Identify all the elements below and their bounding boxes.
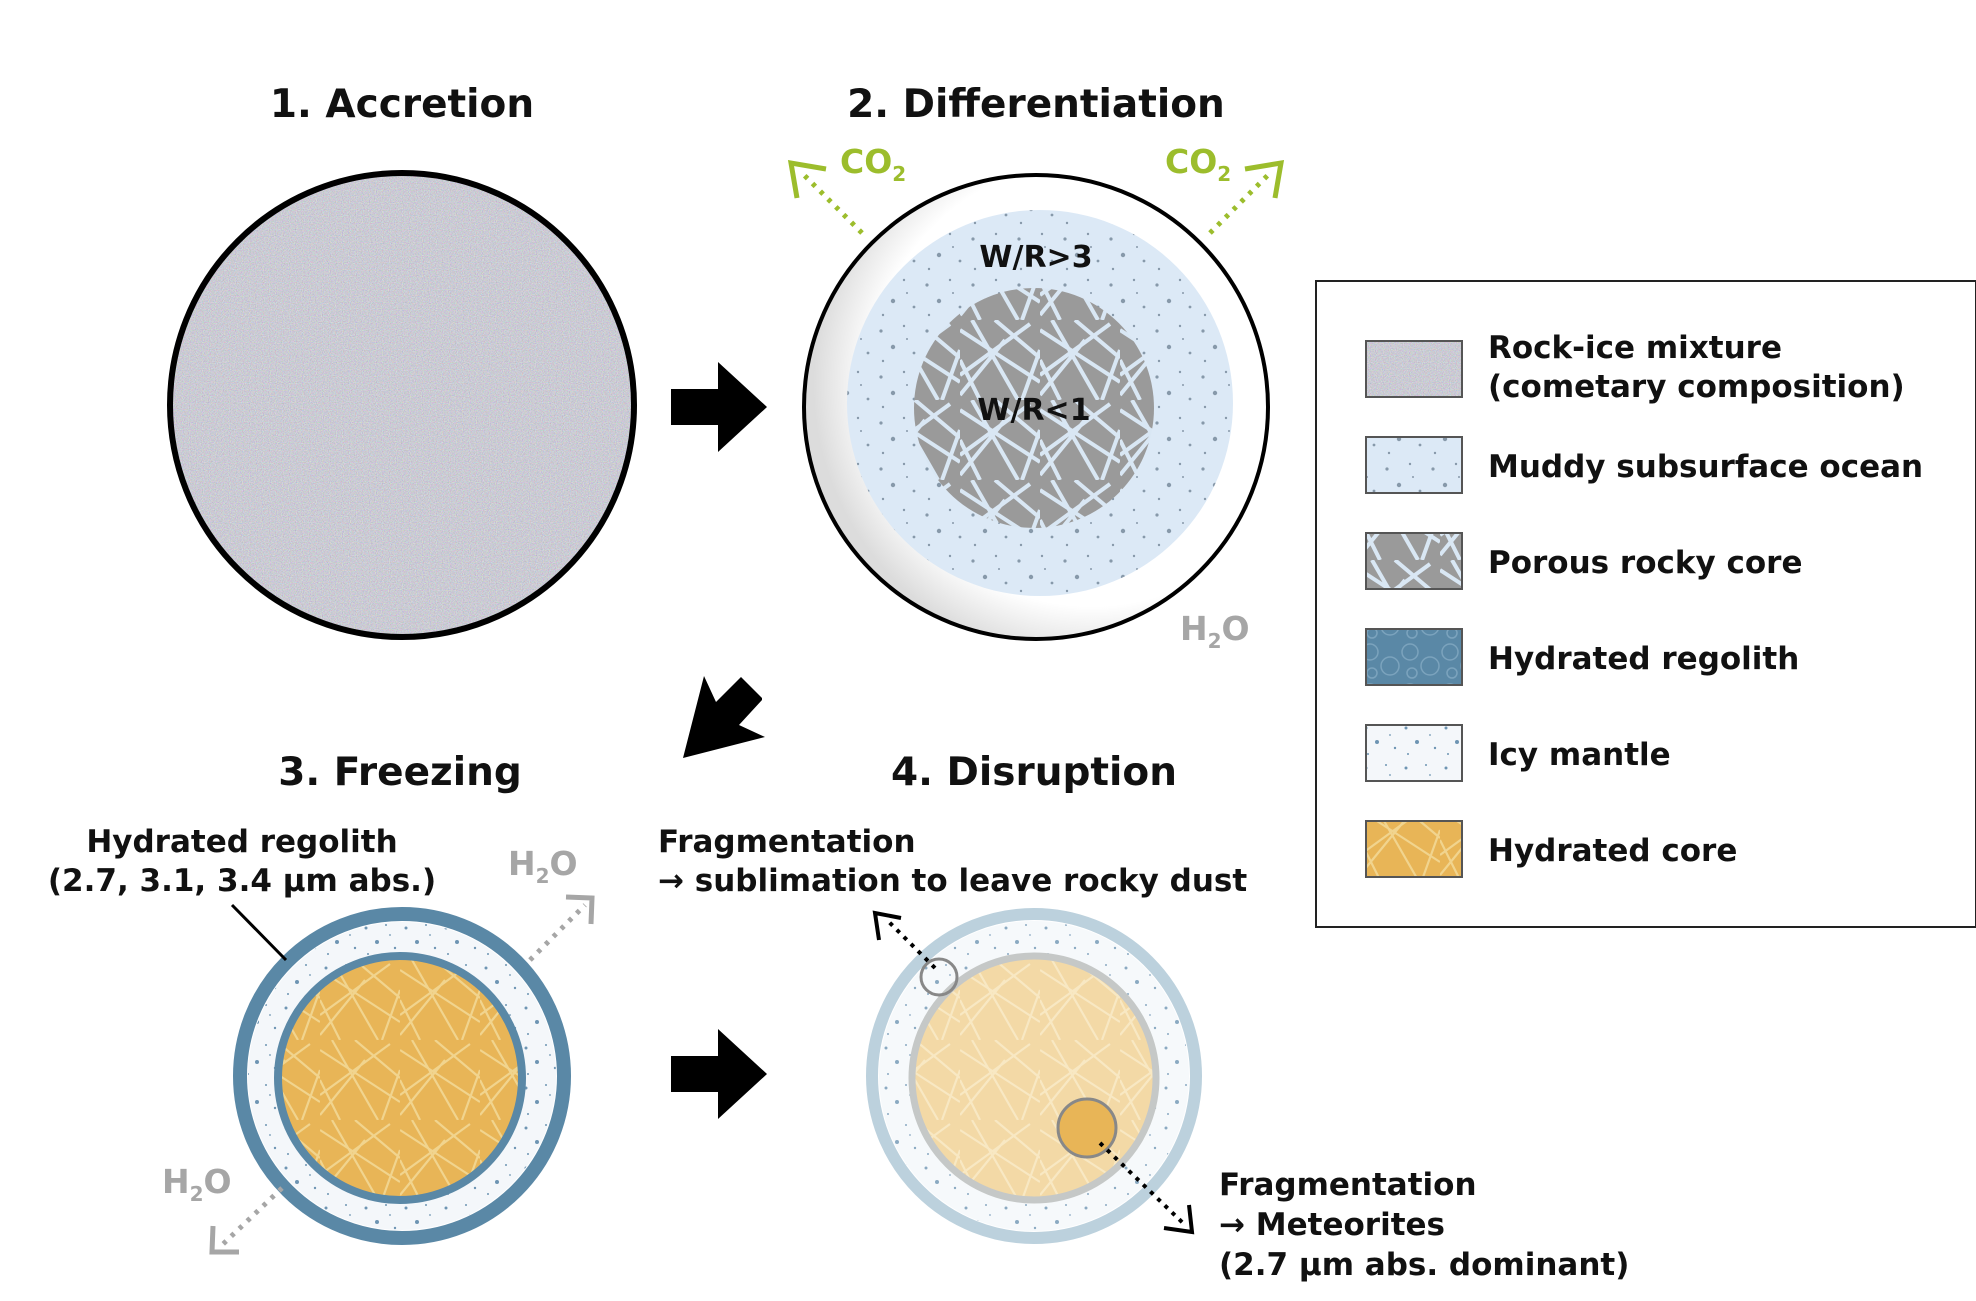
frag-top-line2: → sublimation to leave rocky dust <box>658 863 1247 899</box>
svg-text:CO2: CO2 <box>840 142 906 186</box>
h2o-lower-arrowhead-icon <box>209 1225 239 1255</box>
svg-text:Rock-ice mixture: Rock-ice mixture <box>1488 330 1782 366</box>
co2-left-arrowhead-icon <box>787 159 827 199</box>
legend-item-muddy-ocean: Muddy subsurface ocean <box>1365 436 1923 494</box>
frag-bottom-line1: Fragmentation <box>1219 1167 1477 1203</box>
swatch-icy-mantle <box>1365 724 1463 782</box>
swatch-porous-core <box>1365 532 1463 590</box>
svg-text:H2O: H2O <box>162 1162 232 1206</box>
regolith-label-line2: (2.7, 3.1, 3.4 μm abs.) <box>48 863 436 899</box>
svg-text:Icy mantle: Icy mantle <box>1488 737 1671 773</box>
h2o-freezing-lower: H2O <box>162 1162 284 1255</box>
accretion-body <box>167 170 637 640</box>
swatch-rock-ice <box>1365 340 1463 398</box>
stage-title-disruption: 4. Disruption <box>891 750 1177 795</box>
regolith-label-line1: Hydrated regolith <box>86 824 397 860</box>
co2-right-outgassing: CO2 <box>1165 142 1285 235</box>
svg-text:(cometary composition): (cometary composition) <box>1488 369 1905 405</box>
svg-text:Hydrated regolith: Hydrated regolith <box>1488 641 1799 677</box>
faded-regolith-layer <box>866 908 1202 1244</box>
dust-fragment-trajectory <box>886 919 937 970</box>
freezing-body <box>233 907 571 1245</box>
co2-left-subscript: 2 <box>892 162 906 186</box>
hydrated-core-layer <box>274 952 526 1204</box>
arrow-right-icon <box>671 362 767 452</box>
svg-text:H2O: H2O <box>508 844 578 888</box>
legend-item-rock-ice: Rock-ice mixture (cometary composition) <box>1365 330 1905 405</box>
h2o-differentiation-label: H2O <box>1180 609 1250 653</box>
svg-text:Hydrated core: Hydrated core <box>1488 833 1737 869</box>
stage-title-differentiation: 2. Differentiation <box>847 82 1225 127</box>
fragment-small-core <box>1056 1097 1118 1159</box>
stage-title-accretion: 1. Accretion <box>270 82 534 127</box>
co2-right-arrowhead-icon <box>1244 159 1285 199</box>
swatch-hydrated-core <box>1365 820 1463 878</box>
wr-core-label: W/R<1 <box>977 393 1090 428</box>
svg-text:Porous rocky core: Porous rocky core <box>1488 545 1802 581</box>
frag-top-line1: Fragmentation <box>658 824 916 860</box>
co2-left-label: CO <box>840 142 892 181</box>
legend-item-hydrated-core: Hydrated core <box>1365 820 1737 878</box>
legend: Rock-ice mixture (cometary composition) … <box>1315 280 1976 928</box>
legend-item-icy-mantle: Icy mantle <box>1365 724 1671 782</box>
arrow-right-icon <box>671 1029 767 1119</box>
regolith-leader-line <box>230 903 288 962</box>
disruption-body <box>866 908 1202 1244</box>
co2-left-outgassing: CO2 <box>787 142 906 235</box>
hydrated-regolith-layer <box>233 907 571 1245</box>
frag-bottom-line3: (2.7 μm abs. dominant) <box>1219 1247 1629 1283</box>
fragment-small-surface <box>919 957 959 997</box>
stage-title-freezing: 3. Freezing <box>278 750 522 795</box>
swatch-muddy-ocean <box>1365 436 1463 494</box>
dust-fragment-arrowhead-icon <box>872 910 902 941</box>
co2-right-subscript: 2 <box>1217 162 1231 186</box>
differentiation-body: W/R>3 W/R<1 <box>802 173 1270 641</box>
swatch-hydrated-regolith <box>1365 628 1463 686</box>
h2o-upper-arrowhead-icon <box>565 894 595 925</box>
h2o-freezing-upper: H2O <box>508 844 595 962</box>
wr-ocean-label: W/R>3 <box>979 240 1092 275</box>
porous-core-layer <box>914 288 1154 528</box>
svg-text:CO2: CO2 <box>1165 142 1231 186</box>
svg-text:Muddy subsurface ocean: Muddy subsurface ocean <box>1488 449 1923 485</box>
legend-item-hydrated-regolith: Hydrated regolith <box>1365 628 1799 686</box>
legend-item-porous-core: Porous rocky core <box>1365 532 1802 590</box>
co2-right-label: CO <box>1165 142 1217 181</box>
meteorite-fragment-arrowhead-icon <box>1163 1204 1195 1235</box>
frag-bottom-line2: → Meteorites <box>1219 1207 1445 1243</box>
arrow-down-left-icon <box>683 676 765 758</box>
